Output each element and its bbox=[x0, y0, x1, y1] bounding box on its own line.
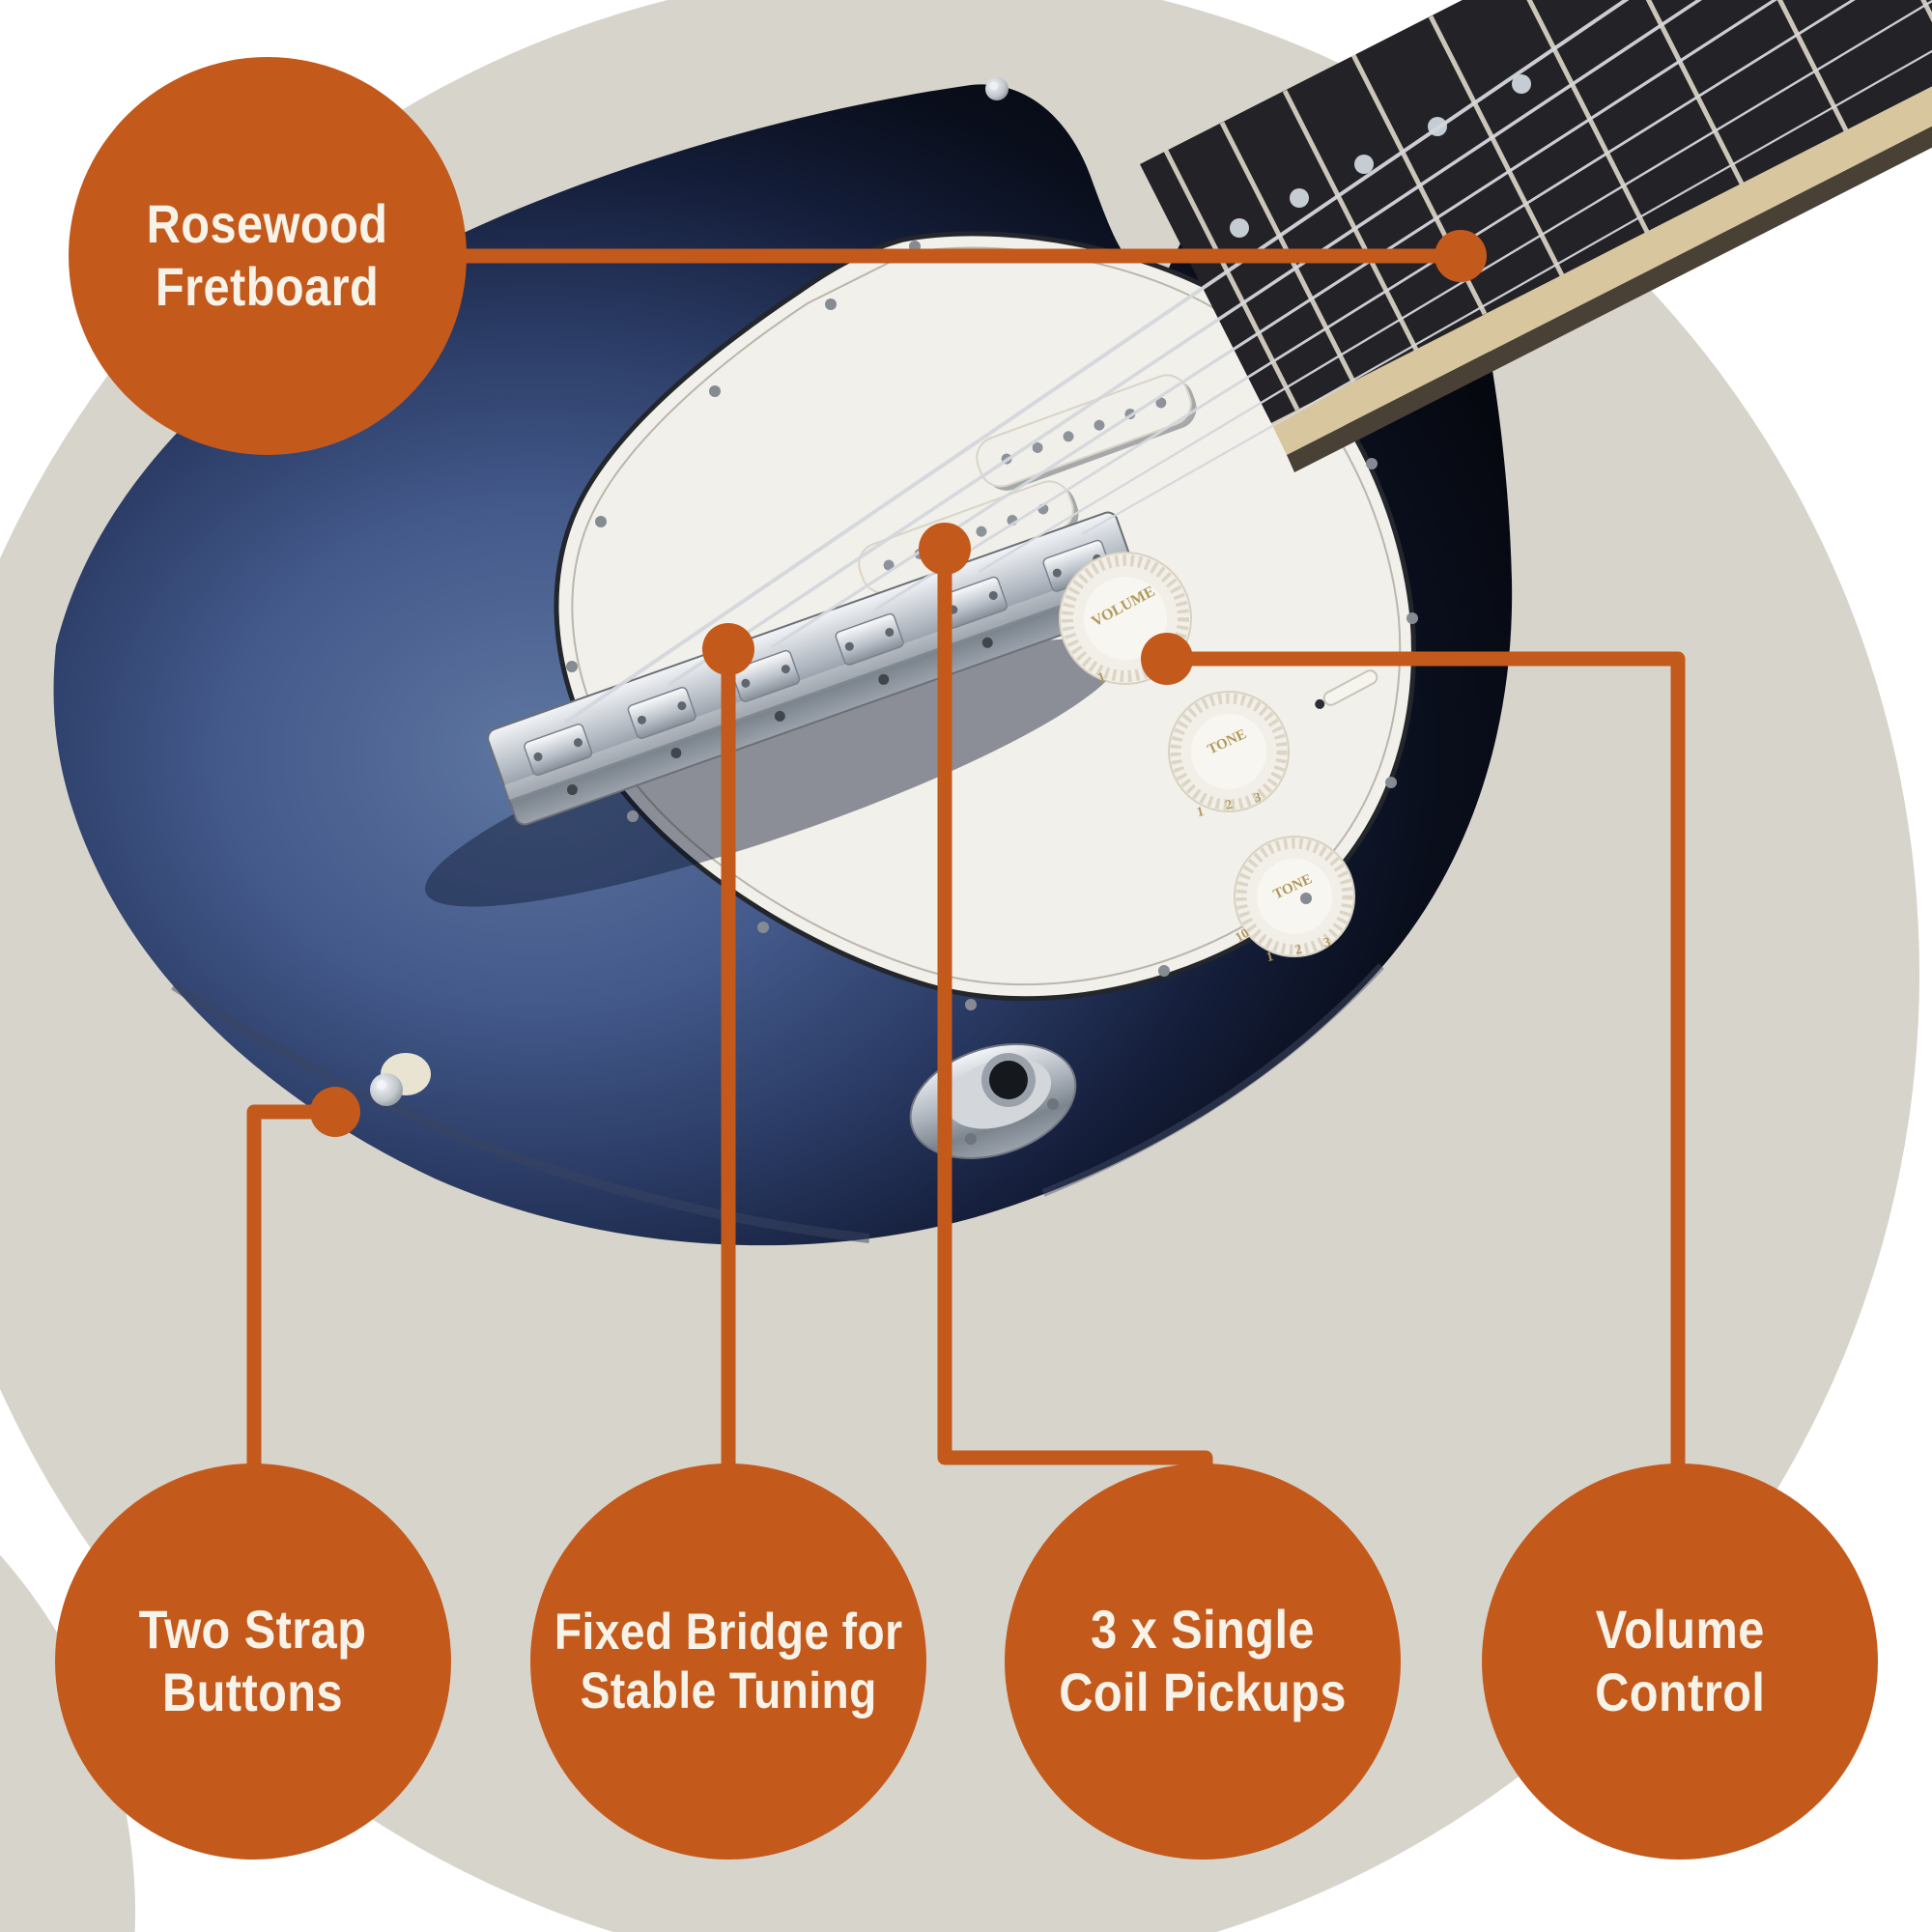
callout-rosewood-fretboard-label: Rosewood Fretboard bbox=[147, 193, 388, 317]
frets bbox=[1163, 0, 1932, 412]
leader-volume-control bbox=[1167, 651, 1686, 1546]
callout-two-strap-buttons-label: Two Strap Buttons bbox=[139, 1599, 367, 1722]
anchor-dot-fixed-bridge bbox=[702, 623, 754, 675]
callout-fixed-bridge: Fixed Bridge for Stable Tuning bbox=[530, 1463, 926, 1860]
body-gloss-reflection-2 bbox=[1041, 963, 1384, 1197]
pickup-selector-switch bbox=[1315, 669, 1378, 709]
strap-button-horn bbox=[985, 77, 1009, 100]
fixed-bridge-hardware bbox=[487, 511, 1146, 826]
callout-two-strap-buttons: Two Strap Buttons bbox=[55, 1463, 451, 1860]
guitar-strings bbox=[563, 0, 1932, 724]
leader-two-strap-buttons bbox=[246, 1104, 335, 1546]
neck-rosewood-fretboard bbox=[1140, 0, 1932, 472]
tone-knob-rear: TONE 10 1 2 3 bbox=[1233, 836, 1355, 965]
anchor-dot-volume-control bbox=[1141, 633, 1193, 685]
callout-single-coil-pickups-label: 3 x Single Coil Pickups bbox=[1059, 1599, 1347, 1722]
body-gloss-reflection bbox=[171, 980, 870, 1243]
strap-button-lower bbox=[370, 1053, 431, 1106]
callout-fixed-bridge-label: Fixed Bridge for Stable Tuning bbox=[554, 1603, 903, 1719]
callout-anchor-dots bbox=[310, 230, 1487, 1137]
callout-volume-control: Volume Control bbox=[1482, 1463, 1878, 1860]
callout-single-coil-pickups: 3 x Single Coil Pickups bbox=[1005, 1463, 1401, 1860]
tone-knob-rear-ten: 10 bbox=[1233, 926, 1252, 946]
maple-neck-strip bbox=[1271, 86, 1932, 455]
anchor-dot-two-strap-buttons bbox=[310, 1087, 360, 1137]
anchor-dot-rosewood-fretboard bbox=[1435, 230, 1487, 282]
callout-rosewood-fretboard: Rosewood Fretboard bbox=[69, 57, 467, 455]
background-gray-corner bbox=[0, 1554, 135, 1932]
callout-volume-control-label: Volume Control bbox=[1594, 1599, 1766, 1722]
anchor-dot-single-coil-pickups bbox=[919, 523, 971, 575]
tone-knob-front: TONE 1 2 3 bbox=[1168, 691, 1290, 820]
